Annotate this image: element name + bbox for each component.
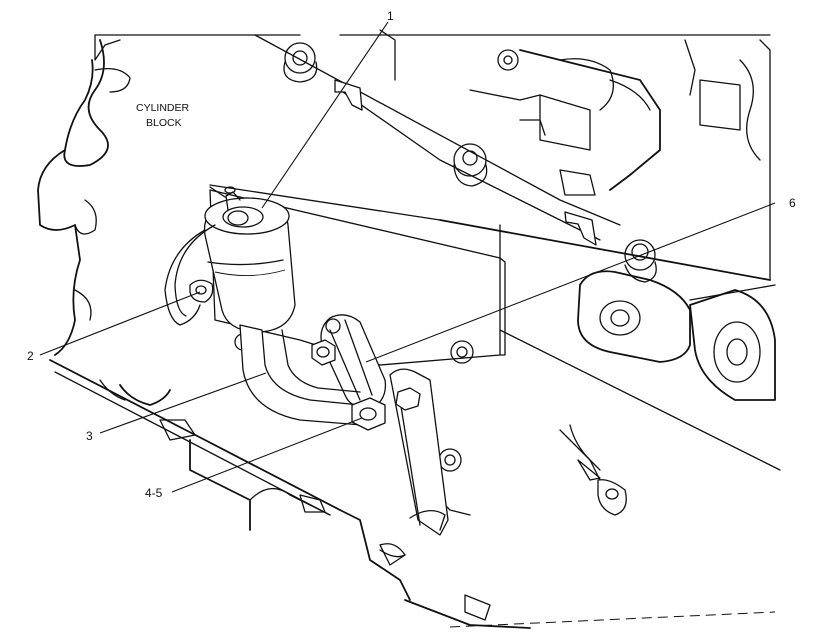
callout-6: 6	[789, 196, 796, 210]
bolts-part-4-5	[311, 339, 421, 431]
callout-4-5: 4-5	[145, 486, 163, 500]
leader-3	[99, 372, 267, 434]
leader-1	[261, 21, 389, 209]
callout-3: 3	[86, 429, 93, 443]
leader-6	[365, 202, 776, 363]
callout-2: 2	[27, 349, 34, 363]
leader-lines	[39, 21, 776, 493]
upper-brackets	[283, 29, 776, 401]
callout-1: 1	[387, 9, 394, 23]
leader-2	[39, 291, 201, 356]
lanyard-part-2	[164, 224, 216, 326]
cutaway-line	[449, 611, 776, 628]
support-rail	[379, 368, 449, 566]
filter-canister-part-1	[203, 186, 296, 333]
leader-4-5	[171, 417, 363, 493]
cylinder-block-label-line2: BLOCK	[146, 117, 182, 129]
lower-right-bracket	[559, 424, 627, 516]
cylinder-block-label-line1: CYLINDER	[136, 102, 190, 114]
